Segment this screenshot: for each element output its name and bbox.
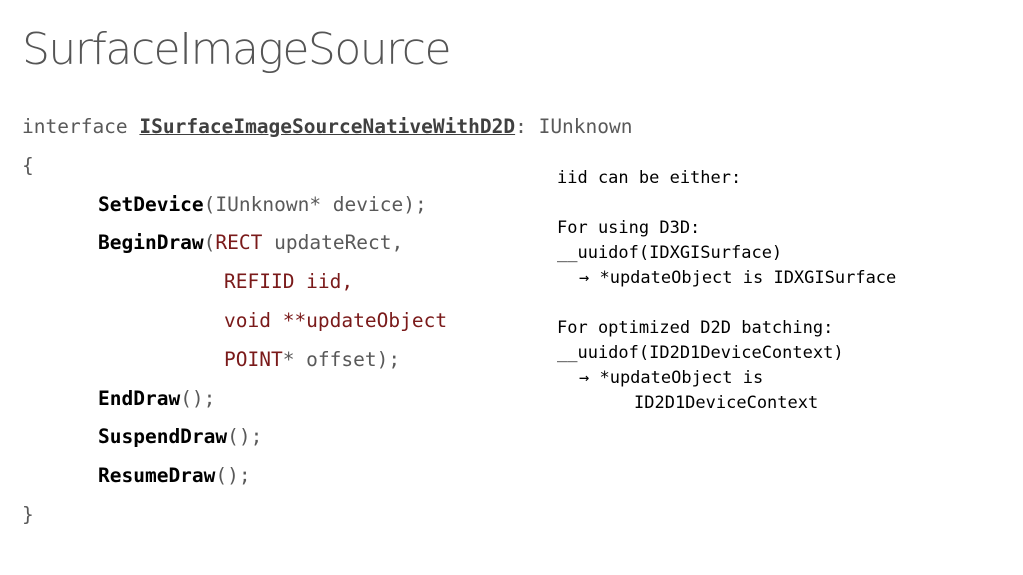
code-line-refiid: REFIID iid, [22,263,633,302]
note-d3d-uuid: __uuidof(IDXGISurface) [557,243,783,263]
close-brace: } [22,502,34,526]
rect-arg: updateRect, [262,231,404,255]
note-intro: iid can be either: [557,168,742,188]
keyword-interface: interface [22,115,140,138]
method-enddraw: EndDraw [98,386,181,410]
interface-base: : IUnknown [515,115,633,138]
note-spacer [557,291,896,316]
note-d2d-heading: For optimized D2D batching: [557,318,834,338]
enddraw-call: (); [180,386,216,410]
note-spacer [557,191,896,216]
code-line-enddraw: EndDraw(); [22,380,633,419]
point-arg: * offset); [282,347,401,371]
refiid-arg: REFIID iid, [224,270,354,294]
interface-name: ISurfaceImageSourceNativeWithD2D [139,115,516,138]
note-d3d-result: → *updateObject is IDXGISurface [579,268,897,288]
open-brace: { [22,153,34,177]
code-line-setdevice: SetDevice(IUnknown* device); [22,186,633,225]
note-d2d-result: → *updateObject is [579,368,764,388]
code-line-resumedraw: ResumeDraw(); [22,457,633,496]
code-line-close-brace: } [22,496,633,535]
update-object-arg: void **updateObject [224,308,448,332]
note-d2d-result-type: ID2D1DeviceContext [634,393,819,413]
method-begindraw: BeginDraw [98,231,204,255]
interface-code-block: interface ISurfaceImageSourceNativeWithD… [22,108,633,535]
code-line-open-brace: { [22,147,633,186]
point-type: POINT [224,347,283,371]
code-line-void: void **updateObject [22,302,633,341]
code-line-interface: interface ISurfaceImageSourceNativeWithD… [22,108,633,147]
note-d2d-uuid: __uuidof(ID2D1DeviceContext) [557,343,844,363]
note-d3d-heading: For using D3D: [557,218,701,238]
method-resumedraw: ResumeDraw [98,464,216,488]
rect-type: RECT [215,231,263,255]
iid-note: iid can be either: For using D3D: __uuid… [557,166,896,416]
code-line-begindraw: BeginDraw(RECT updateRect, [22,224,633,263]
slide-title: SurfaceImageSource [22,24,452,75]
code-line-suspenddraw: SuspendDraw(); [22,418,633,457]
setdevice-args: (IUnknown* device); [203,192,427,216]
resumedraw-call: (); [215,464,251,488]
method-suspenddraw: SuspendDraw [98,425,228,449]
method-setdevice: SetDevice [98,192,204,216]
begindraw-open-paren: ( [203,231,216,255]
suspenddraw-call: (); [227,425,263,449]
code-line-point: POINT* offset); [22,341,633,380]
